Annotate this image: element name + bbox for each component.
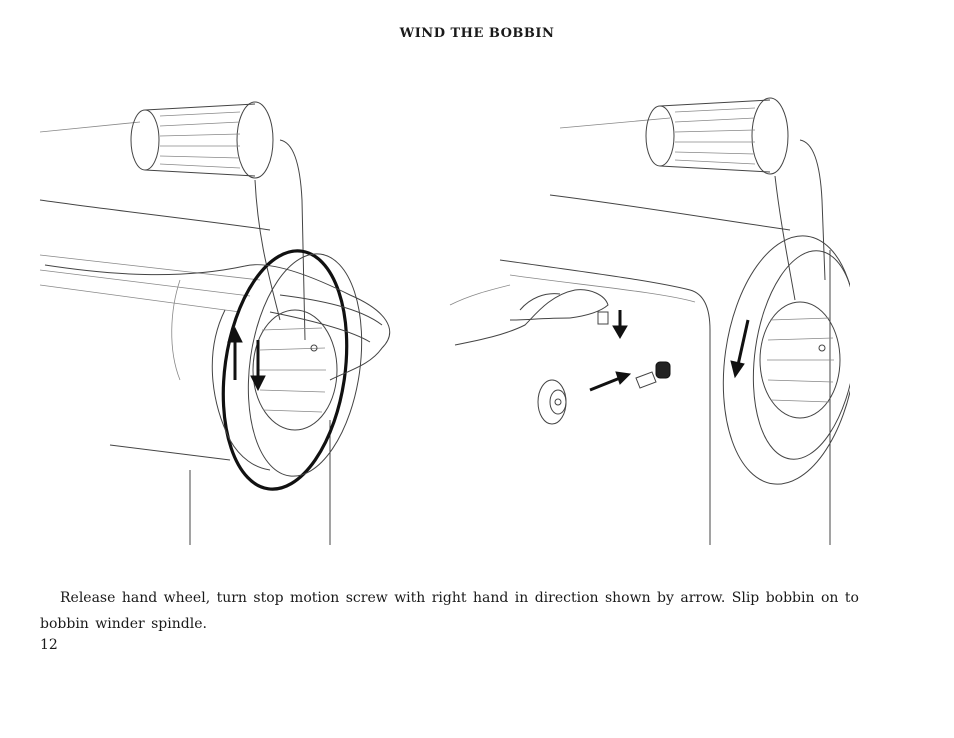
thread-spool-icon-right (645, 97, 789, 175)
page-title: WIND THE BOBBIN (399, 26, 555, 41)
thread-spool-icon (130, 101, 274, 179)
right-illustration (449, 97, 858, 545)
hand-icon-right (449, 284, 609, 346)
page-number: 12 (40, 637, 58, 653)
bobbin-winding-illustration (39, 97, 858, 545)
insert-arrow-icon (589, 371, 632, 392)
hand-wheel (221, 249, 363, 491)
bobbin-icon (537, 379, 567, 425)
hand-icon (44, 264, 391, 471)
hand-wheel-right (722, 235, 858, 485)
illustration (30, 80, 858, 560)
left-illustration (39, 101, 391, 545)
bobbin-winder-spindle (635, 361, 671, 389)
instruction-text: Release hand wheel, turn stop motion scr… (40, 590, 859, 632)
stop-motion-screw (597, 310, 628, 339)
rotation-arrow-icon (227, 326, 266, 392)
